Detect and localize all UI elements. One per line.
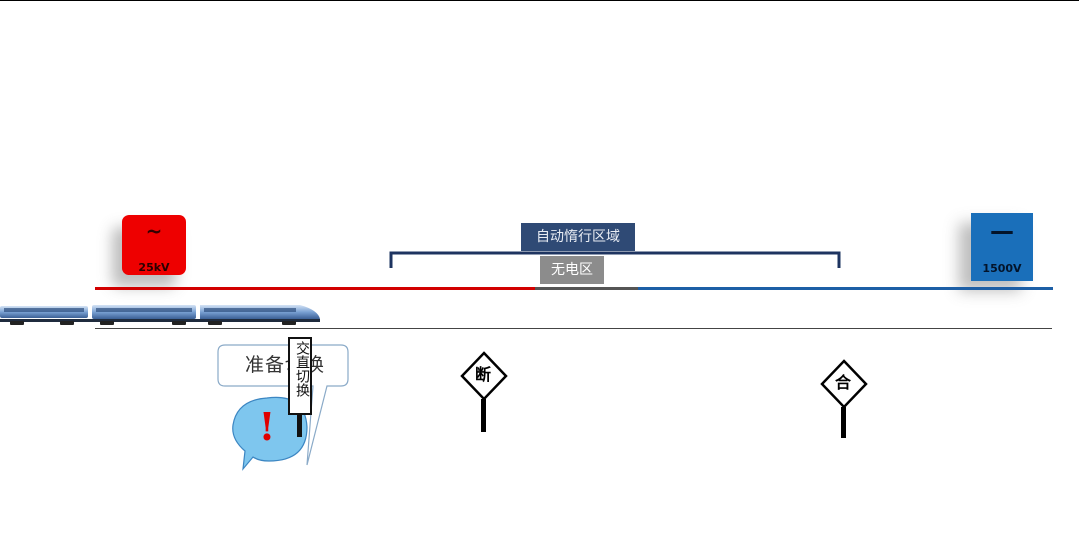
alert-icon: ! (258, 404, 276, 449)
ac-voltage-label: 25kV (138, 261, 170, 274)
close-sign-label: 合 (834, 373, 851, 392)
ac-symbol: ~ (145, 219, 163, 243)
train-illustration (0, 305, 320, 325)
switch-label-pole (297, 415, 302, 437)
dc-voltage-label: 1500V (982, 262, 1022, 275)
catenary-dc-section (638, 287, 1053, 290)
train-car-1 (0, 306, 88, 318)
ground-line (95, 328, 1052, 329)
top-border (0, 0, 1079, 1)
callout-text: 准备切换 (244, 354, 325, 376)
catenary-ac-section (95, 287, 535, 290)
coasting-zone-label: 自动惰行区域 (521, 223, 635, 251)
ac-power-supply: ~ 25kV (122, 215, 186, 275)
neutral-zone-label: 无电区 (540, 256, 604, 284)
close-sign (820, 359, 868, 438)
dc-symbol: — (990, 217, 1014, 245)
switch-label-text: 交直切换 (294, 341, 310, 397)
break-sign (460, 351, 508, 432)
train-car-2 (92, 305, 196, 319)
break-sign-label: 断 (474, 365, 491, 384)
coasting-zone-bracket (389, 251, 841, 268)
train-car-3 (200, 305, 320, 319)
switch-label-box: 交直切换 (288, 337, 312, 415)
dc-power-supply: — 1500V (971, 213, 1033, 281)
catenary-neutral-section (535, 287, 638, 290)
speech-callout (217, 344, 349, 471)
